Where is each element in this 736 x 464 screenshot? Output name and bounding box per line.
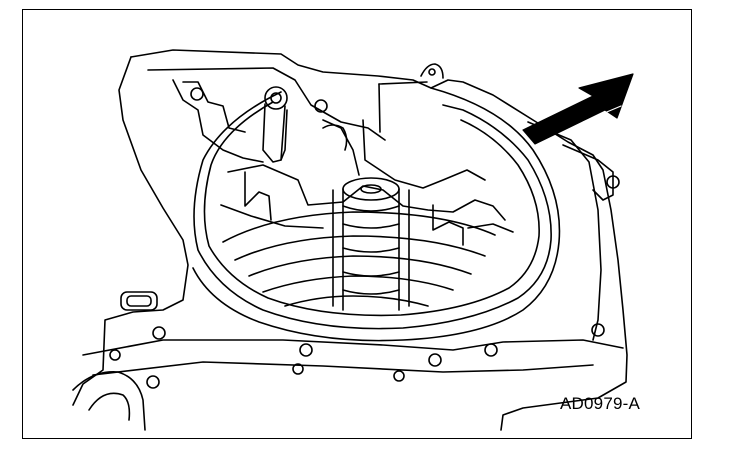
case-housing-outline	[72, 49, 628, 431]
bore-gasket	[192, 63, 561, 342]
input-shaft	[332, 177, 410, 311]
oil-pump-gasket-tab	[262, 86, 288, 163]
bolt-holes	[109, 87, 620, 389]
internal-webbing	[220, 119, 514, 246]
figure-frame: AD0979-A	[22, 9, 692, 439]
clutch-drum-rings	[222, 211, 496, 307]
figure-code: AD0979-A	[560, 394, 641, 413]
arrow-icon	[522, 73, 634, 145]
transmission-case-illustration	[72, 49, 634, 431]
